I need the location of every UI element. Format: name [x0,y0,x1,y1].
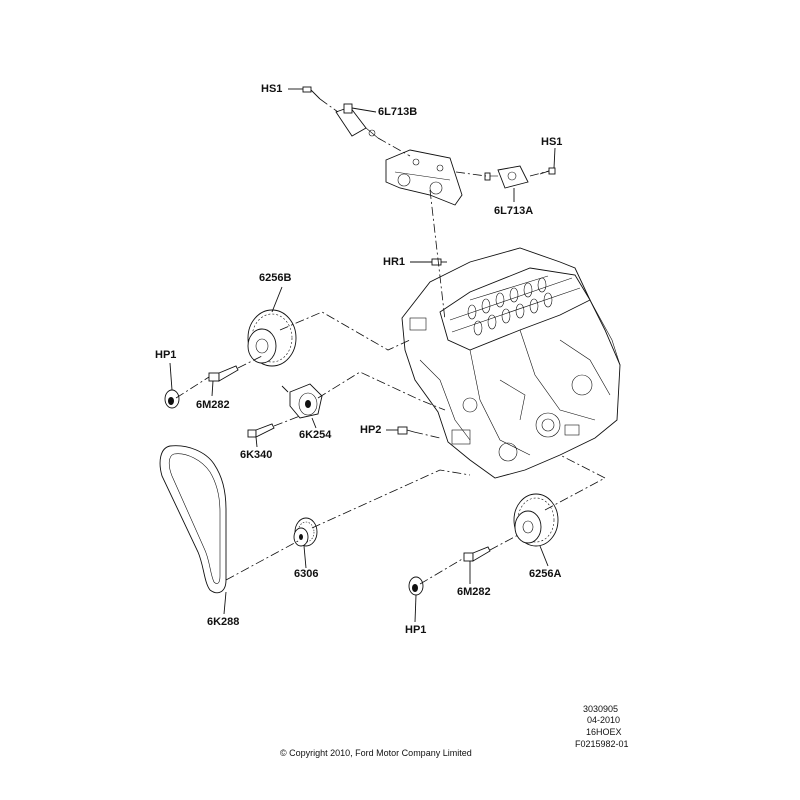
reference-figure-id: F0215982-01 [575,739,629,749]
callout-6256B: 6256B [259,272,292,284]
callout-hp1-bottom: HP1 [405,624,427,636]
tensioner-6K254 [281,383,323,419]
callout-6L713A: 6L713A [494,205,534,217]
callout-6L713B: 6L713B [378,106,418,118]
callout-hr1: HR1 [383,256,406,268]
callout-6K288: 6K288 [207,616,240,628]
washer-HP1-bottom [408,576,424,596]
plug-HP2 [397,426,415,435]
engine-block [401,247,621,479]
bolt-6M282-right [463,546,491,562]
bolt-6M282-left [208,365,239,382]
gear-6256B [247,309,297,367]
reference-code: 16HOEX [586,727,622,737]
bolt-HR1 [431,258,447,266]
solenoid-6L713A [484,165,529,189]
copyright-notice: © Copyright 2010, Ford Motor Company Lim… [280,748,472,758]
bolt-6K340 [247,423,275,438]
callout-6M282-right: 6M282 [457,586,491,598]
callout-hs1-right: HS1 [541,136,563,148]
callout-hp2: HP2 [360,424,382,436]
callout-hp1-left: HP1 [155,349,177,361]
reference-date: 04-2010 [587,715,621,725]
timing-cover-bracket [385,149,463,206]
callout-hs1-top: HS1 [261,83,283,95]
callout-6K340: 6K340 [240,449,273,461]
callout-6K254: 6K254 [299,429,332,441]
washer-HP1-left [164,389,180,409]
solenoid-6L713B [335,103,379,139]
leader-lines [169,88,556,623]
screw-HS1-top [302,86,321,100]
timing-belt-6K288 [159,445,227,594]
callout-6306: 6306 [294,568,319,580]
reference-number: 3030905 [583,704,619,714]
gear-6256A [513,493,559,547]
callout-6256A: 6256A [529,568,562,580]
assembly-lines [175,98,606,585]
callout-6M282-left: 6M282 [196,399,230,411]
